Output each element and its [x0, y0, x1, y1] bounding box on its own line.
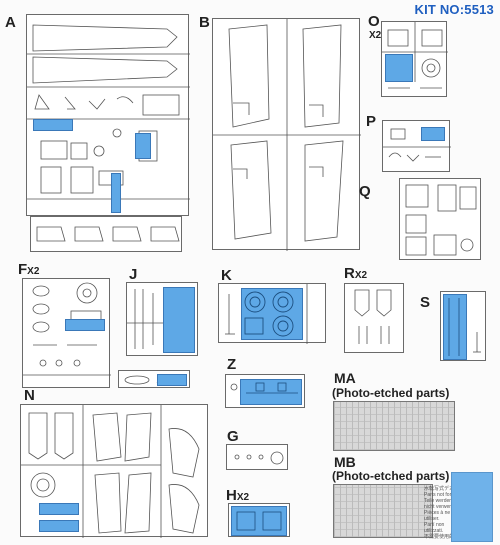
sprue-q-label: Q: [359, 183, 371, 200]
sprue-r-label: RX2: [344, 265, 368, 282]
sprue-f-lower: [118, 370, 190, 388]
sprue-g-drawing: [234, 451, 284, 465]
sprue-q: [399, 178, 481, 260]
sprue-g-label: G: [227, 428, 239, 445]
sprue-p: [382, 120, 451, 172]
part-a-blue-2: [135, 133, 151, 159]
sprue-k-wheels: [244, 291, 294, 337]
sprue-z-label: Z: [227, 356, 237, 373]
sprue-k: [218, 283, 326, 344]
sprue-a-lower: [30, 216, 182, 252]
sprue-h-label: HX2: [226, 487, 250, 504]
part-o-blue: [385, 54, 413, 82]
sprue-ma-label: MA: [334, 370, 356, 386]
sprue-o: [381, 21, 448, 97]
sprue-p-label: P: [366, 113, 377, 130]
sprue-b-drawing: [213, 19, 361, 251]
part-k-blue: [241, 288, 303, 340]
sprue-s-label: S: [420, 294, 431, 311]
sprue-q-drawing: [405, 184, 477, 256]
sprue-o-label: O: [368, 13, 380, 30]
part-a-blue-3: [111, 173, 121, 213]
sprue-f-drawing: [23, 282, 111, 376]
sprue-k-label: K: [221, 267, 232, 284]
sprue-mb-label: MB: [334, 454, 356, 470]
sprue-f-label: FX2: [18, 261, 40, 278]
part-p-blue: [421, 127, 445, 141]
sprue-r-drawing: [354, 289, 392, 344]
sprue-b-label: B: [199, 14, 210, 31]
sprue-j-drawing: [127, 289, 163, 349]
part-z-blue: [240, 379, 302, 405]
sprue-n: [20, 404, 208, 538]
part-f-lower-blue: [157, 374, 187, 386]
sprue-h-drawing: [236, 511, 282, 531]
sprue-k-drawing: [225, 284, 308, 344]
part-f-blue: [65, 319, 105, 331]
part-s-blue: [443, 294, 467, 360]
sprue-a-lower-drawing: [36, 226, 180, 242]
part-j-blue: [163, 287, 195, 353]
part-a-blue-1: [33, 119, 73, 131]
sprue-j: [126, 282, 198, 356]
sprue-h: [228, 503, 290, 537]
sprue-b: [212, 18, 361, 251]
sprue-g: [226, 444, 288, 470]
sprue-n-drawing: [21, 405, 200, 538]
sprue-o-drawing: [382, 22, 448, 89]
sprue-f: [22, 278, 111, 388]
not-used-swatch: [451, 472, 493, 542]
sprue-p-drawing: [383, 128, 451, 162]
sprue-z-drawing: [230, 382, 298, 394]
sprue-s: [440, 291, 486, 361]
sprue-a: [26, 14, 190, 216]
sprue-a-label: A: [5, 14, 16, 31]
sprue-s-drawing: [448, 298, 481, 356]
sprue-z: [225, 374, 305, 408]
sprue-ma-fret: [333, 401, 455, 451]
sprue-mb-subtitle: (Photo-etched parts): [332, 469, 450, 483]
sprue-ma-subtitle: (Photo-etched parts): [332, 386, 450, 400]
kit-number: KIT NO:5513: [414, 2, 494, 17]
sprue-r: [344, 283, 404, 353]
sprue-mb-fret: [333, 484, 433, 538]
sprue-a-drawing: [27, 24, 190, 200]
sprue-o-qty: X2: [369, 30, 382, 41]
part-n-blue-2: [39, 520, 79, 532]
sprue-n-label: N: [24, 387, 35, 404]
part-n-blue-1: [39, 503, 79, 515]
sprue-j-label: J: [129, 266, 138, 283]
part-h-blue: [231, 506, 287, 536]
